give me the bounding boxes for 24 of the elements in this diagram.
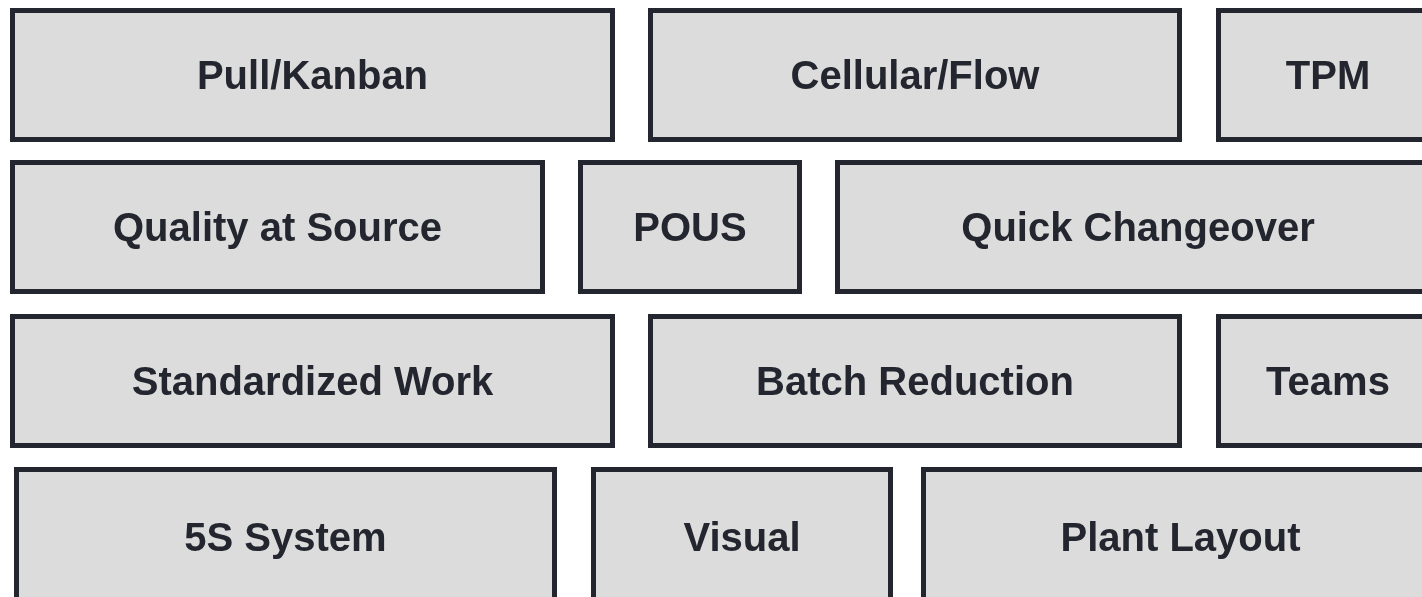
box-label: TPM bbox=[1285, 52, 1371, 99]
process-box bbox=[10, 314, 615, 448]
process-box bbox=[1216, 8, 1422, 142]
process-box bbox=[648, 8, 1182, 142]
process-box bbox=[1216, 314, 1422, 448]
box-label: Plant Layout bbox=[1060, 514, 1301, 561]
process-box bbox=[10, 8, 615, 142]
process-box bbox=[10, 160, 545, 294]
process-box bbox=[921, 467, 1422, 597]
process-box bbox=[648, 314, 1182, 448]
process-box bbox=[578, 160, 802, 294]
process-box bbox=[14, 467, 557, 597]
box-label: Cellular/Flow bbox=[790, 52, 1040, 99]
box-label: Quick Changeover bbox=[961, 204, 1315, 251]
process-box bbox=[835, 160, 1422, 294]
box-label: Quality at Source bbox=[113, 204, 442, 251]
process-box bbox=[591, 467, 893, 597]
box-label: Standardized Work bbox=[131, 358, 494, 405]
box-label: POUS bbox=[633, 204, 747, 251]
box-label: 5S System bbox=[184, 514, 387, 561]
box-label: Teams bbox=[1266, 358, 1390, 405]
box-label: Visual bbox=[683, 514, 801, 561]
box-label: Pull/Kanban bbox=[196, 52, 429, 99]
box-label: Batch Reduction bbox=[756, 358, 1074, 405]
